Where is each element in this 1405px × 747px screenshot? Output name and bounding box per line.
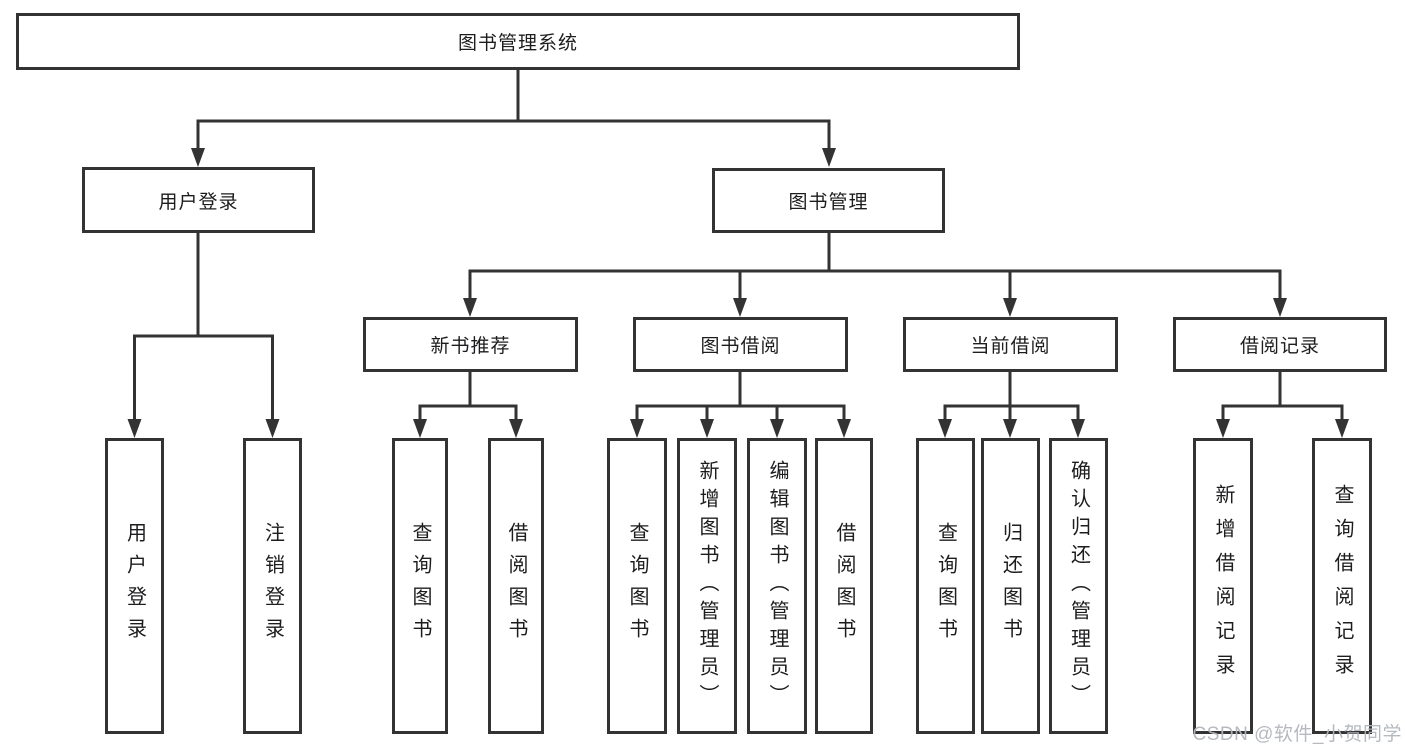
node-label: 新增图书（管理员） — [696, 460, 718, 712]
node-label: 编辑图书（管理员） — [766, 460, 788, 712]
node-label: 用户登录 — [123, 522, 146, 650]
node-label: 查询图书 — [934, 522, 957, 650]
node-new-book-recommend: 新书推荐 — [363, 317, 578, 372]
connector-management-to-level3 — [468, 233, 1282, 300]
node-leaf-borrow-books: 借阅图书 — [815, 438, 873, 734]
connector-recommend-to-leaves — [418, 372, 518, 421]
node-book-borrowing: 图书借阅 — [633, 317, 848, 372]
node-label: 新书推荐 — [430, 336, 511, 357]
node-label: 当前借阅 — [970, 336, 1051, 357]
node-leaf-recommend-borrow-books: 借阅图书 — [488, 438, 544, 734]
node-label: 查询图书 — [626, 522, 648, 650]
connector-login-to-leaves — [133, 233, 274, 421]
node-label: 查询借阅记录 — [1331, 484, 1353, 688]
node-label: 图书借阅 — [700, 336, 781, 357]
node-label: 借阅记录 — [1239, 336, 1320, 357]
node-leaf-edit-books-admin: 编辑图书（管理员） — [747, 438, 807, 734]
node-book-management: 图书管理 — [712, 168, 945, 233]
node-label: 图书管理系统 — [457, 33, 578, 54]
node-label: 新增借阅记录 — [1212, 484, 1234, 688]
node-label: 查询图书 — [409, 522, 431, 650]
connector-root-to-level2 — [196, 70, 831, 150]
node-label: 确认归还（管理员） — [1067, 460, 1090, 712]
node-label: 借阅图书 — [505, 522, 527, 650]
node-leaf-current-query-books: 查询图书 — [916, 438, 975, 734]
node-leaf-logout: 注销登录 — [243, 438, 302, 734]
node-label: 借阅图书 — [833, 522, 855, 650]
node-label: 注销登录 — [261, 522, 284, 650]
node-leaf-add-books-admin: 新增图书（管理员） — [677, 438, 737, 734]
node-leaf-borrow-query-books: 查询图书 — [607, 438, 667, 734]
node-library-management-system: 图书管理系统 — [16, 13, 1020, 70]
node-leaf-query-borrow-record: 查询借阅记录 — [1312, 438, 1372, 734]
node-leaf-return-books: 归还图书 — [981, 438, 1040, 734]
connector-borrow-to-leaves — [635, 372, 846, 421]
node-leaf-user-login: 用户登录 — [105, 438, 164, 734]
node-label: 归还图书 — [999, 522, 1022, 650]
connector-records-to-leaves — [1221, 372, 1344, 421]
connector-current-to-leaves — [943, 372, 1080, 421]
node-leaf-add-borrow-record: 新增借阅记录 — [1193, 438, 1253, 734]
node-current-borrowing: 当前借阅 — [903, 317, 1118, 372]
node-label: 用户登录 — [158, 191, 239, 213]
node-leaf-confirm-return-admin: 确认归还（管理员） — [1049, 438, 1108, 734]
csdn-watermark: CSDN @软件_小贺同学 — [1192, 724, 1402, 745]
node-borrowing-records: 借阅记录 — [1173, 317, 1387, 372]
node-leaf-recommend-query-books: 查询图书 — [392, 438, 448, 734]
node-label: 图书管理 — [788, 192, 869, 213]
node-user-login: 用户登录 — [82, 167, 315, 233]
arrowheads — [127, 148, 1349, 438]
